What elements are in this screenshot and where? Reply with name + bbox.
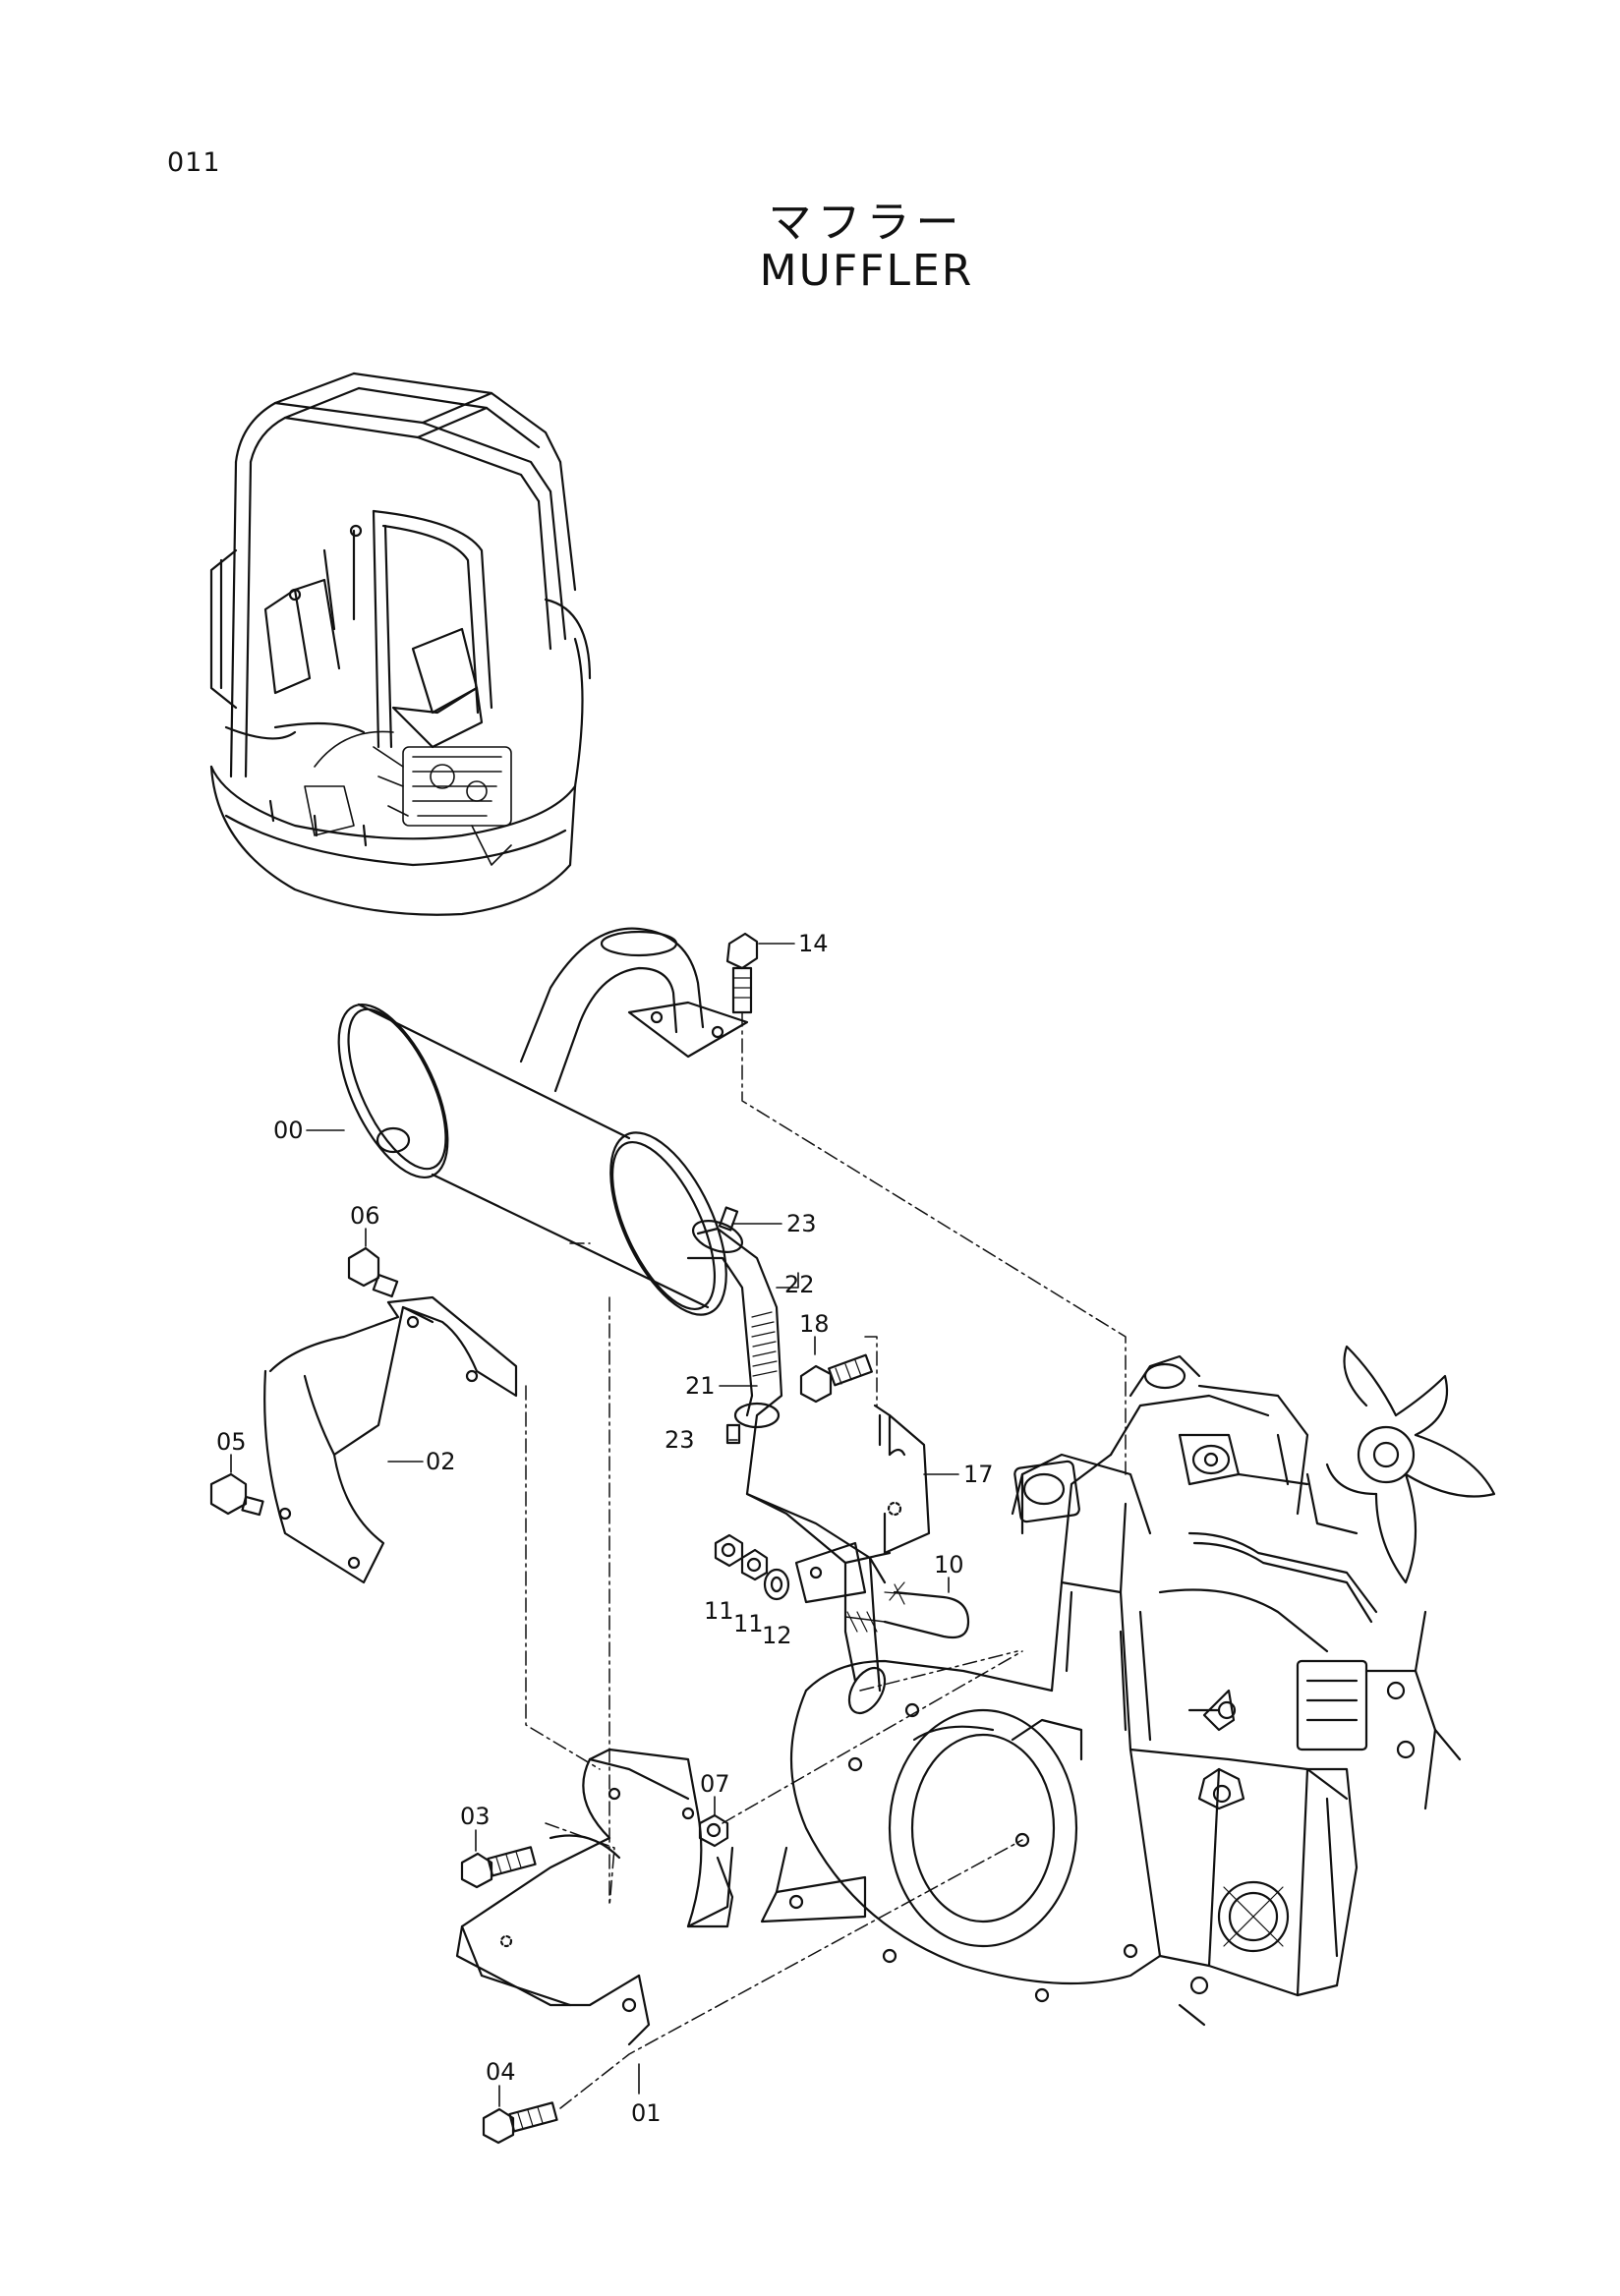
callout-labels: 14 00 23 06 22 18 21 23 17 05 02 10 11 1…	[216, 930, 994, 2127]
callout-00: 00	[273, 1117, 304, 1144]
callout-18: 18	[799, 1310, 830, 1338]
callout-23-upper: 23	[786, 1210, 817, 1237]
callout-05: 05	[216, 1428, 247, 1456]
callout-06: 06	[350, 1202, 380, 1230]
callout-17: 17	[963, 1461, 994, 1488]
engine-illustration	[760, 1345, 1496, 2027]
callout-11-first: 11	[704, 1597, 734, 1625]
callout-12: 12	[762, 1622, 792, 1649]
callout-01: 01	[631, 2099, 662, 2127]
callout-21: 21	[685, 1372, 716, 1400]
assembly-lines	[525, 1011, 1127, 2109]
heat-shield-lower	[455, 1748, 734, 2046]
title-english: MUFFLER	[759, 246, 974, 296]
callout-02: 02	[426, 1448, 456, 1475]
muffler-assembly	[337, 927, 970, 1715]
callout-04: 04	[486, 2058, 516, 2086]
heat-shield-upper	[263, 1295, 518, 1584]
excavator-overview-illustration	[209, 372, 592, 916]
leader-lines	[230, 943, 959, 2107]
callout-07: 07	[700, 1770, 730, 1798]
callout-11-second: 11	[733, 1610, 764, 1637]
callout-10: 10	[934, 1551, 964, 1578]
callout-22: 22	[784, 1271, 815, 1298]
callout-14: 14	[798, 930, 829, 957]
page-number: 011	[167, 147, 221, 178]
fasteners	[209, 932, 873, 2145]
callout-23-lower: 23	[665, 1426, 695, 1454]
title-japanese: マフラー	[768, 198, 965, 248]
callout-03: 03	[460, 1803, 491, 1830]
